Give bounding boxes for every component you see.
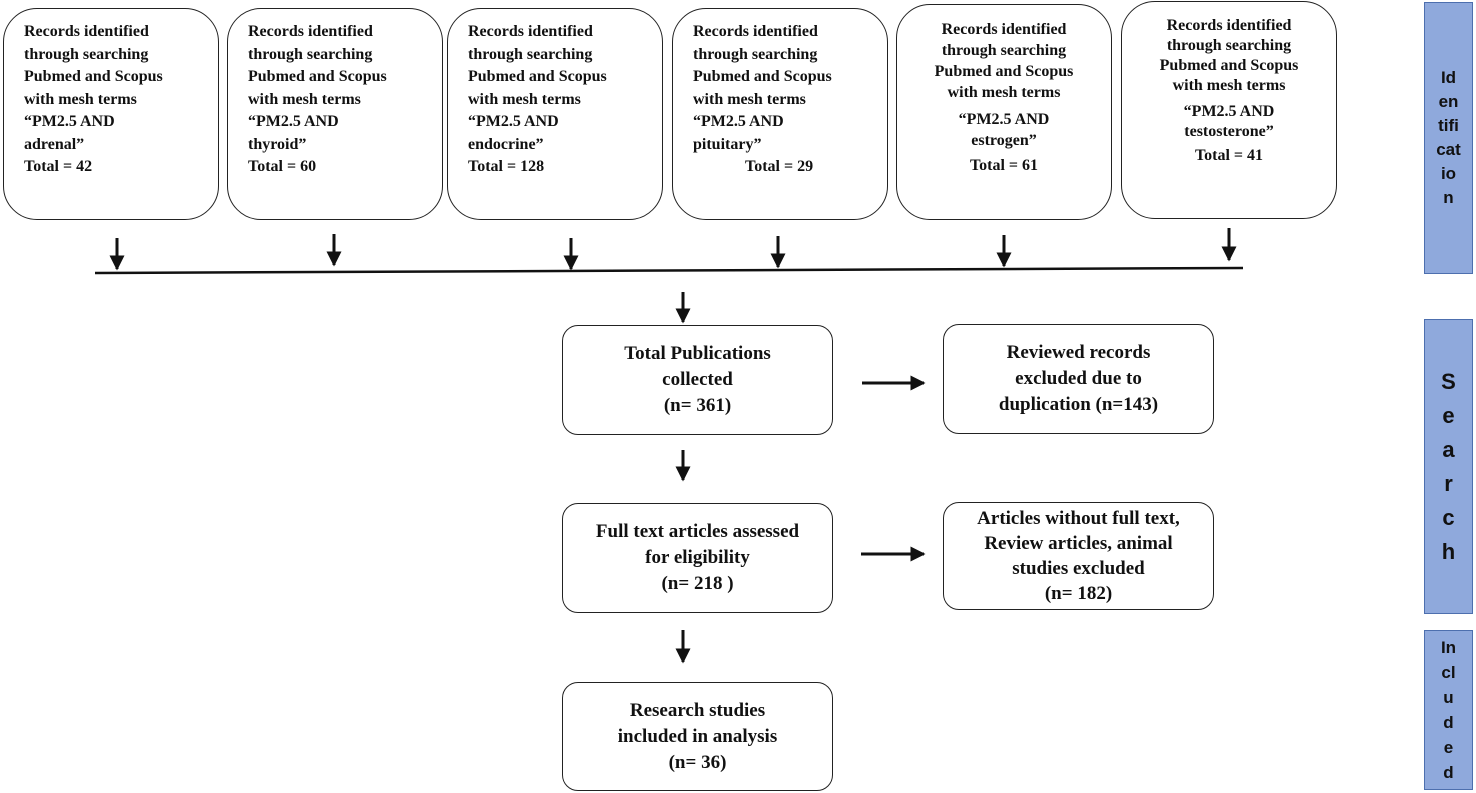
stage-included: In cl u d e d xyxy=(1424,630,1473,790)
source-line: “PM2.5 AND xyxy=(1183,103,1275,120)
flow-line: Articles without full text, xyxy=(977,508,1180,529)
source-box-pituitary: Records identified through searching Pub… xyxy=(672,8,888,220)
flow-line: for eligibility xyxy=(645,547,750,568)
source-line: “PM2.5 AND xyxy=(693,113,784,130)
source-line: estrogen” xyxy=(971,132,1037,149)
stage-text: e xyxy=(1443,738,1454,757)
full-text-assessed-box: Full text articles assessed for eligibil… xyxy=(562,503,833,613)
flow-line: studies excluded xyxy=(1012,558,1145,579)
source-box-estrogen: Records identified through searching Pub… xyxy=(896,4,1112,220)
stage-text: cl xyxy=(1441,663,1456,682)
stage-text: h xyxy=(1441,538,1456,564)
flow-line: duplication (n=143) xyxy=(998,394,1159,415)
flow-count: (n= 182) xyxy=(1044,583,1113,604)
source-line: with mesh terms xyxy=(693,90,806,108)
stage-text: Id xyxy=(1440,68,1457,87)
source-line: Pubmed and Scopus xyxy=(693,68,832,85)
stage-text: tifi xyxy=(1438,116,1459,135)
source-line: Pubmed and Scopus xyxy=(468,68,607,85)
stage-text: In xyxy=(1440,638,1457,657)
flow-line: Total Publications xyxy=(624,343,771,364)
included-studies-box: Research studies included in analysis (n… xyxy=(562,682,833,791)
stage-text: d xyxy=(1443,713,1454,732)
source-total: Total = 29 xyxy=(745,158,814,175)
flow-line: Research studies xyxy=(629,699,766,721)
source-line: adrenal” xyxy=(24,135,85,153)
source-line: pituitary” xyxy=(693,135,762,153)
merge-line xyxy=(94,266,1244,275)
source-line: Records identified xyxy=(1166,17,1292,34)
stage-text: d xyxy=(1443,763,1454,782)
source-line: Records identified xyxy=(941,21,1067,38)
source-line: through searching xyxy=(468,45,593,63)
source-line: Records identified xyxy=(24,23,149,40)
source-total: Total = 60 xyxy=(248,158,317,175)
stage-text: a xyxy=(1442,436,1455,462)
source-line: Pubmed and Scopus xyxy=(934,63,1074,80)
flow-count: (n= 36) xyxy=(668,751,727,773)
source-line: testosterone” xyxy=(1184,123,1274,140)
flow-count: (n= 361) xyxy=(663,395,732,416)
source-line: with mesh terms xyxy=(1172,77,1286,94)
total-publications-box: Total Publications collected (n= 361) xyxy=(562,325,833,435)
stage-text: io xyxy=(1440,164,1457,183)
source-line: with mesh terms xyxy=(468,90,581,108)
source-line: endocrine” xyxy=(468,135,544,153)
source-line: through searching xyxy=(941,42,1067,59)
source-line: Records identified xyxy=(248,23,373,40)
flow-count: (n= 218 ) xyxy=(661,573,734,594)
source-total: Total = 61 xyxy=(969,157,1039,174)
source-line: Pubmed and Scopus xyxy=(248,68,387,85)
stage-text: r xyxy=(1444,470,1453,496)
source-box-endocrine: Records identified through searching Pub… xyxy=(447,8,663,220)
excluded-duplicates-box: Reviewed records excluded due to duplica… xyxy=(943,324,1214,434)
flow-line: Full text articles assessed xyxy=(595,521,800,542)
flow-line: collected xyxy=(662,369,733,390)
source-line: through searching xyxy=(1166,37,1292,54)
source-line: Pubmed and Scopus xyxy=(24,68,163,85)
source-line: “PM2.5 AND xyxy=(248,113,339,130)
source-line: with mesh terms xyxy=(947,84,1061,101)
stage-text: u xyxy=(1443,688,1454,707)
source-line: Records identified xyxy=(693,23,818,40)
source-line: Pubmed and Scopus xyxy=(1159,57,1299,74)
source-line: Records identified xyxy=(468,23,593,40)
stage-text: cat xyxy=(1436,140,1461,159)
source-box-thyroid: Records identified through searching Pub… xyxy=(227,8,443,220)
source-line: through searching xyxy=(693,45,818,63)
source-line: through searching xyxy=(24,45,149,63)
source-line: through searching xyxy=(248,45,373,63)
excluded-articles-box: Articles without full text, Review artic… xyxy=(943,502,1214,610)
source-line: “PM2.5 AND xyxy=(468,113,559,130)
stage-text: c xyxy=(1442,504,1455,530)
source-total: Total = 42 xyxy=(24,158,93,175)
source-total: Total = 41 xyxy=(1194,147,1264,164)
stage-text: S xyxy=(1441,368,1456,394)
stage-text: en xyxy=(1438,92,1459,111)
source-line: “PM2.5 AND xyxy=(24,113,115,130)
source-total: Total = 128 xyxy=(468,158,545,175)
flow-line: included in analysis xyxy=(617,725,778,747)
stage-text: e xyxy=(1442,402,1455,428)
flow-line: Review articles, animal xyxy=(984,533,1173,554)
source-line: “PM2.5 AND xyxy=(958,111,1050,128)
stage-identification: Id en tifi cat io n xyxy=(1424,2,1473,274)
stage-text: n xyxy=(1443,188,1454,207)
source-line: with mesh terms xyxy=(248,90,361,108)
source-box-adrenal: Records identified through searching Pub… xyxy=(3,8,219,220)
source-line: thyroid” xyxy=(248,135,307,153)
stage-search: S e a r c h xyxy=(1424,319,1473,614)
flow-line: Reviewed records xyxy=(1006,342,1151,363)
flow-line: excluded due to xyxy=(1015,368,1142,389)
source-line: with mesh terms xyxy=(24,90,137,108)
source-box-testosterone: Records identified through searching Pub… xyxy=(1121,1,1337,219)
